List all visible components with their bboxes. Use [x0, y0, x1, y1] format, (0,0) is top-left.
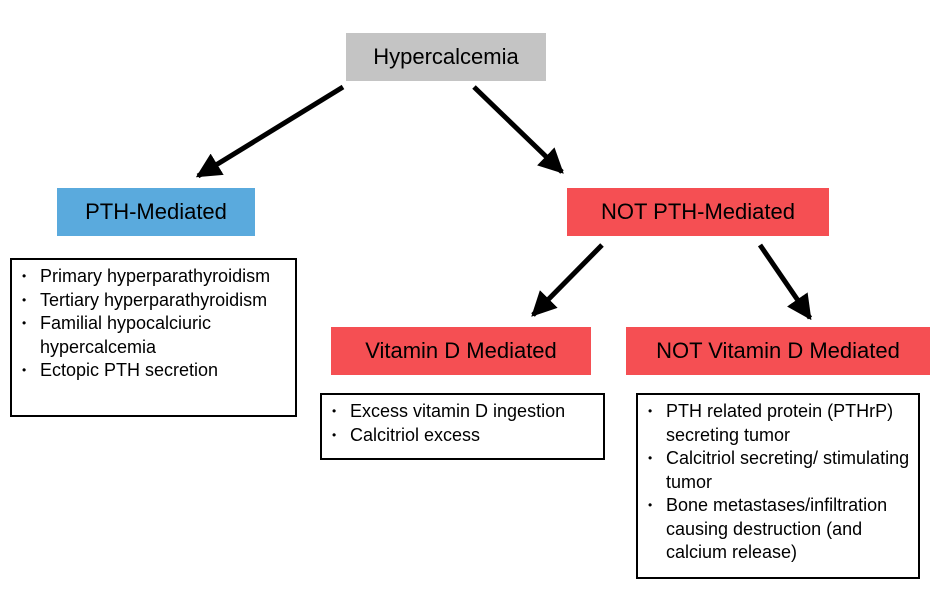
- node-not-vitamin-d-mediated-label: NOT Vitamin D Mediated: [656, 338, 900, 363]
- vitamin-d-causes-list: Excess vitamin D ingestion Calcitriol ex…: [330, 400, 597, 447]
- arrow-root-to-pth: [195, 84, 345, 179]
- node-vitamin-d-mediated: Vitamin D Mediated: [331, 327, 591, 375]
- node-hypercalcemia-label: Hypercalcemia: [373, 44, 519, 69]
- arrow-not-pth-to-not-vitd: [757, 243, 813, 321]
- list-item: Bone metastases/infiltration causing des…: [646, 494, 912, 565]
- list-item: Familial hypocalciuric hypercalcemia: [20, 312, 289, 359]
- list-item: Primary hyperparathyroidism: [20, 265, 289, 289]
- list-item: Ectopic PTH secretion: [20, 359, 289, 383]
- arrow-root-to-not-pth: [472, 85, 564, 174]
- non-vitamin-d-causes-list: PTH related protein (PTHrP) secreting tu…: [646, 400, 912, 565]
- list-item: PTH related protein (PTHrP) secreting tu…: [646, 400, 912, 447]
- node-not-pth-mediated-label: NOT PTH-Mediated: [601, 199, 795, 224]
- arrow-not-pth-to-vitd: [531, 243, 604, 317]
- list-item: Tertiary hyperparathyroidism: [20, 289, 289, 313]
- pth-causes-box: Primary hyperparathyroidism Tertiary hyp…: [10, 258, 297, 417]
- list-item: Calcitriol secreting/ stimulating tumor: [646, 447, 912, 494]
- node-vitamin-d-mediated-label: Vitamin D Mediated: [365, 338, 557, 363]
- list-item: Excess vitamin D ingestion: [330, 400, 597, 424]
- node-not-pth-mediated: NOT PTH-Mediated: [567, 188, 829, 236]
- node-pth-mediated: PTH-Mediated: [57, 188, 255, 236]
- pth-causes-list: Primary hyperparathyroidism Tertiary hyp…: [20, 265, 289, 383]
- node-not-vitamin-d-mediated: NOT Vitamin D Mediated: [626, 327, 930, 375]
- node-pth-mediated-label: PTH-Mediated: [85, 199, 227, 224]
- node-hypercalcemia: Hypercalcemia: [346, 33, 546, 81]
- vitamin-d-causes-box: Excess vitamin D ingestion Calcitriol ex…: [320, 393, 605, 460]
- non-vitamin-d-causes-box: PTH related protein (PTHrP) secreting tu…: [636, 393, 920, 579]
- list-item: Calcitriol excess: [330, 424, 597, 448]
